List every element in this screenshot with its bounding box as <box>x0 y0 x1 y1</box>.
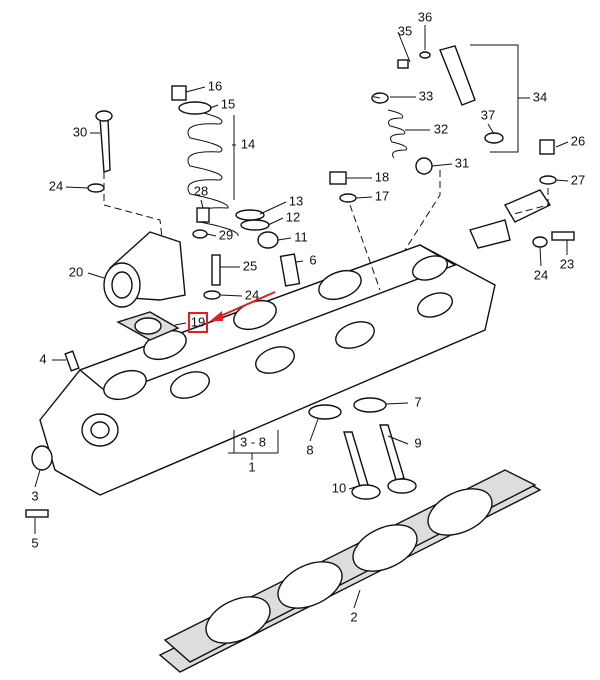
part-label: 12 <box>286 209 300 224</box>
part-label: 15 <box>221 96 235 111</box>
part-label: 20 <box>69 264 83 279</box>
part-label: 25 <box>243 258 257 273</box>
part-label: 17 <box>375 188 389 203</box>
bolt <box>99 117 111 173</box>
highlight-box-19 <box>188 312 208 333</box>
part-label: 37 <box>481 107 495 122</box>
part-label: 10 <box>332 480 346 495</box>
part-label: 36 <box>418 9 432 24</box>
highlight-arrow <box>210 291 276 321</box>
cylinder-head <box>39 244 496 496</box>
part-label: 31 <box>455 155 469 170</box>
part-label: 3 - 8 <box>240 434 266 449</box>
part-label: 2 <box>350 609 357 624</box>
part-label: 14 <box>241 136 255 151</box>
part-label: 24 <box>534 267 548 282</box>
part-label: 19 <box>191 314 205 329</box>
part-label: 24 <box>245 287 259 302</box>
part-label: 8 <box>306 442 313 457</box>
part-label: 24 <box>49 178 63 193</box>
part-label: 6 <box>309 252 316 267</box>
intake-elbow <box>103 231 186 308</box>
part-label: 4 <box>39 351 46 366</box>
valve-spring <box>171 85 270 237</box>
part-label: 32 <box>434 121 448 136</box>
part-label: 28 <box>194 183 208 198</box>
leader-lines <box>34 25 569 609</box>
part-label: 35 <box>398 23 412 38</box>
part-label: 34 <box>533 89 547 104</box>
part-label: 5 <box>31 535 38 550</box>
part-label: 27 <box>571 172 585 187</box>
part-label: 23 <box>560 256 574 271</box>
part-label: 29 <box>219 227 233 242</box>
part-label: 16 <box>208 78 222 93</box>
part-label: 9 <box>414 435 421 450</box>
part-label: 30 <box>73 124 87 139</box>
part-label: 33 <box>419 88 433 103</box>
part-label: 26 <box>571 133 585 148</box>
valves <box>343 424 417 500</box>
head-gasket <box>158 469 542 673</box>
part-label: 3 <box>31 488 38 503</box>
part-label: 7 <box>414 394 421 409</box>
part-label: 18 <box>375 169 389 184</box>
part-label: 13 <box>289 193 303 208</box>
part-label: 1 <box>248 459 255 474</box>
part-label: 11 <box>294 229 308 244</box>
